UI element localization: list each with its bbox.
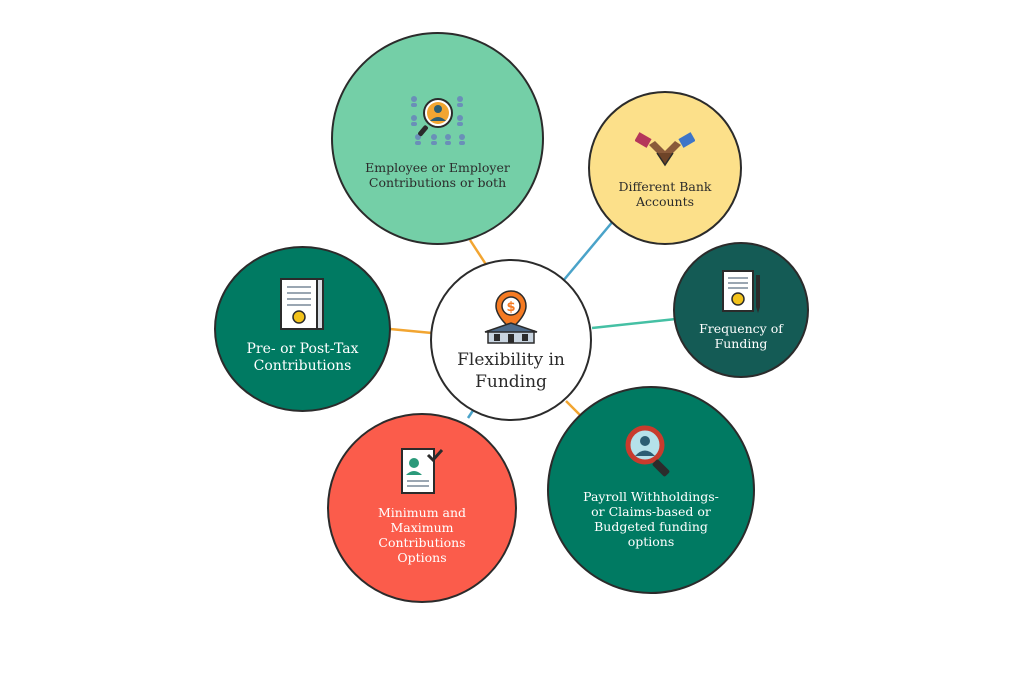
people-magnifier-icon xyxy=(410,95,465,145)
handshake-icon xyxy=(635,132,695,167)
link-frequency xyxy=(591,317,677,330)
link-bank xyxy=(562,219,615,282)
link-payroll xyxy=(565,400,581,416)
certificate-pen-icon xyxy=(722,270,760,313)
link-employee xyxy=(468,239,489,267)
link-tax xyxy=(389,327,433,335)
svg-text:$: $ xyxy=(506,300,515,315)
certificate-document-icon xyxy=(279,278,324,331)
funding-house-icon: $ xyxy=(484,290,538,344)
search-person-icon xyxy=(625,425,670,477)
document-check-icon xyxy=(401,448,444,494)
